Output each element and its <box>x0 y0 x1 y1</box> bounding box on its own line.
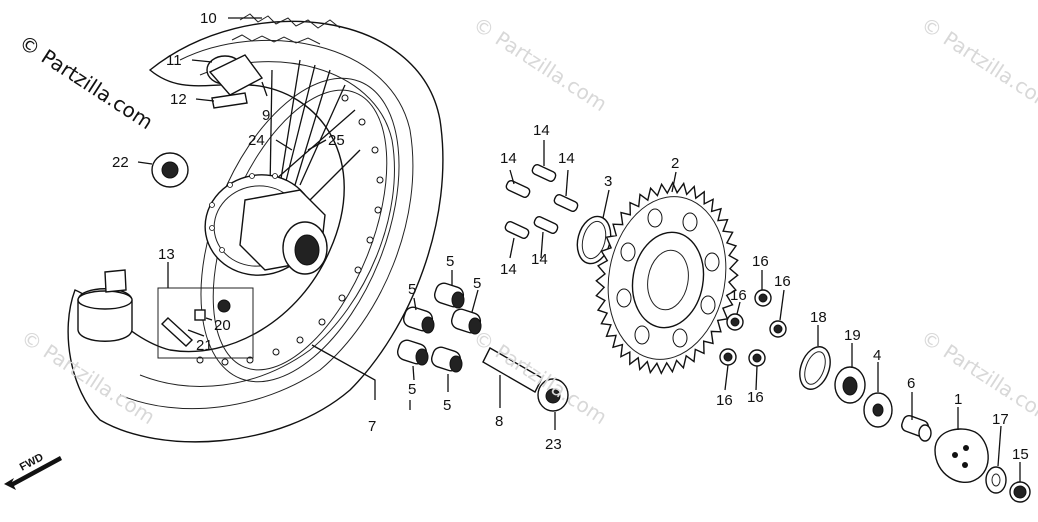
flange-4 <box>863 392 893 428</box>
callout-labels: 10 11 12 9 22 24 25 13 20 21 7 5 5 5 5 5… <box>112 10 1029 463</box>
callout-5-e: 5 <box>443 397 451 414</box>
collars-5 <box>396 282 482 373</box>
washer-17 <box>985 466 1007 494</box>
callout-5-c: 5 <box>408 281 416 298</box>
bolts-14 <box>504 164 579 239</box>
callout-3: 3 <box>604 173 612 190</box>
callout-5-d: 5 <box>408 381 416 398</box>
callout-21: 21 <box>196 337 213 354</box>
circlip-18 <box>799 346 831 390</box>
callout-13: 13 <box>158 246 175 263</box>
collar-6 <box>901 415 932 442</box>
callout-8: 8 <box>495 413 503 430</box>
nuts-16 <box>719 289 787 367</box>
wheel-hub <box>204 173 328 276</box>
callout-14-c: 14 <box>558 150 575 167</box>
callout-4: 4 <box>873 347 881 364</box>
rear-tire <box>67 13 444 443</box>
rim-band-and-tube <box>206 54 264 109</box>
forward-direction-marker: FWD <box>4 451 62 490</box>
callout-1: 1 <box>954 391 962 408</box>
inner-tube-cutaway <box>77 269 133 342</box>
bearing-22 <box>151 152 189 188</box>
callout-14-e: 14 <box>531 251 548 268</box>
valve-parts-box <box>157 287 254 359</box>
callout-23: 23 <box>545 436 562 453</box>
callout-10: 10 <box>200 10 217 27</box>
plate-1 <box>934 428 989 484</box>
bearing-23 <box>537 378 569 412</box>
bearing-19 <box>834 366 866 404</box>
callout-11: 11 <box>166 52 182 69</box>
callout-22: 22 <box>112 154 129 171</box>
spokes <box>269 59 361 211</box>
callout-16-e: 16 <box>747 389 764 406</box>
callout-9: 9 <box>262 107 270 124</box>
nut-15 <box>1009 481 1031 503</box>
callout-16-b: 16 <box>774 273 791 290</box>
callout-5-a: 5 <box>446 253 454 270</box>
callout-6: 6 <box>907 375 915 392</box>
callout-7: 7 <box>368 418 376 435</box>
callout-15: 15 <box>1012 446 1029 463</box>
callout-19: 19 <box>844 327 861 344</box>
leader-lines <box>137 17 1021 482</box>
axle-8 <box>482 347 543 393</box>
callout-14-a: 14 <box>533 122 550 139</box>
callout-25: 25 <box>328 132 345 149</box>
sprocket-2 <box>595 181 739 375</box>
callout-16-c: 16 <box>730 287 747 304</box>
callout-18: 18 <box>810 309 827 326</box>
callout-12: 12 <box>170 91 187 108</box>
callout-14-b: 14 <box>500 150 517 167</box>
callout-5-b: 5 <box>473 275 481 292</box>
callout-16-a: 16 <box>752 253 769 270</box>
callout-20: 20 <box>214 317 231 334</box>
callout-17: 17 <box>992 411 1009 428</box>
callout-2: 2 <box>671 155 679 172</box>
wheel-rim <box>196 77 400 383</box>
callout-24: 24 <box>248 132 265 149</box>
callout-14-d: 14 <box>500 261 517 278</box>
callout-16-d: 16 <box>716 392 733 409</box>
